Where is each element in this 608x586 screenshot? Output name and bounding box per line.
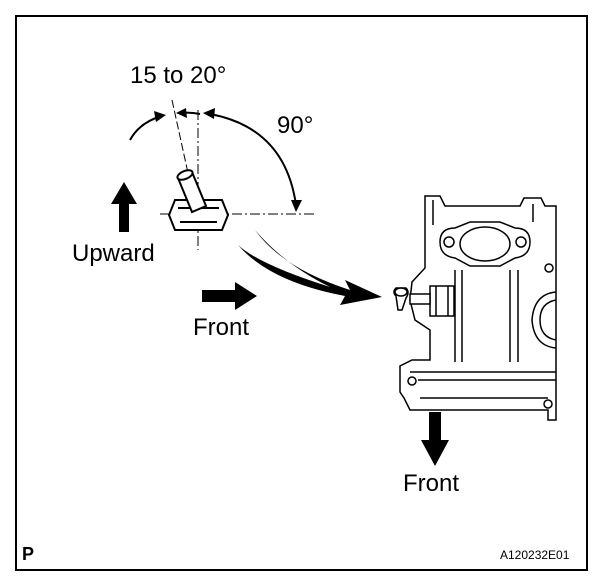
arrow-up-icon bbox=[111, 182, 137, 232]
curved-arrow-icon bbox=[238, 230, 382, 305]
arc-90-icon bbox=[203, 108, 302, 212]
arc-small-icon bbox=[129, 108, 201, 141]
installed-fitting-icon bbox=[393, 285, 455, 317]
front-bottom-label: Front bbox=[403, 470, 460, 497]
engine-block-icon bbox=[399, 195, 557, 421]
union-fitting-icon bbox=[167, 169, 230, 231]
angle-small-label: 15 to 20° bbox=[130, 62, 227, 89]
arrow-right-icon bbox=[202, 282, 257, 310]
front-left-label: Front bbox=[193, 314, 250, 341]
upward-label: Upward bbox=[72, 240, 155, 267]
arrow-down-icon bbox=[421, 412, 449, 466]
figure-code: A120232E01 bbox=[500, 548, 570, 562]
angle-right-label: 90° bbox=[277, 112, 314, 139]
corner-letter: P bbox=[22, 544, 35, 564]
